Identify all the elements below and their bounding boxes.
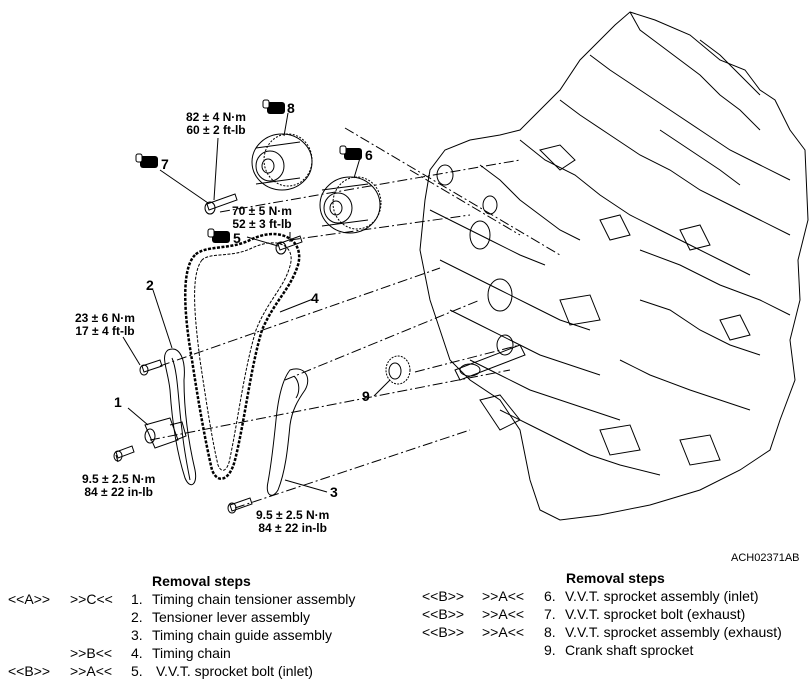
torque-2-metric: 23 ± 6 N·m — [75, 311, 135, 325]
callout-9: 9 — [362, 388, 370, 404]
step-ref-a: <<B>> — [8, 663, 51, 679]
torque-1-imperial: 84 ± 22 in-lb — [84, 485, 153, 499]
step-ref-b: >>A<< — [482, 624, 525, 640]
step-number: 1. — [131, 591, 143, 607]
figure-code: ACH02371AB — [731, 552, 800, 564]
torque-5-imperial: 52 ± 3 ft-lb — [232, 217, 292, 231]
sprocket-bolt-inlet — [275, 235, 303, 255]
guide-bolt — [227, 497, 253, 514]
callout-5: 5 — [233, 230, 241, 246]
torque-3-imperial: 84 ± 22 in-lb — [258, 521, 327, 535]
chain-tensioner — [144, 417, 187, 449]
step-ref-b: >>B<< — [70, 645, 113, 661]
vvt-sprocket-exhaust — [251, 133, 313, 191]
vvt-sprocket-inlet — [319, 176, 382, 234]
torque-3-metric: 9.5 ± 2.5 N·m — [256, 508, 330, 522]
step-ref-a: <<B>> — [422, 606, 465, 622]
torque-2: 23 ± 6 N·m 17 ± 4 ft-lb — [75, 312, 135, 338]
step-ref-b: >>A<< — [482, 606, 525, 622]
sprocket-bolt-exhaust — [204, 193, 238, 215]
step-ref-a: <<B>> — [422, 588, 465, 604]
step-ref-b: >>A<< — [482, 588, 525, 604]
callout-7: 7 — [161, 156, 169, 172]
leader-lines — [115, 112, 391, 493]
step-number: 3. — [131, 627, 143, 643]
step-text: V.V.T. sprocket assembly (exhaust) — [565, 624, 782, 640]
tensioner-lever — [164, 348, 197, 486]
timing-chain — [184, 232, 301, 480]
torque-1-metric: 9.5 ± 2.5 N·m — [82, 472, 156, 486]
step-text: Crank shaft sprocket — [565, 642, 694, 658]
step-ref-b: >>C<< — [70, 591, 113, 607]
alignment-lines — [149, 127, 561, 509]
crank-sprocket — [385, 355, 411, 385]
oil-icon-8 — [262, 99, 285, 114]
torque-1: 9.5 ± 2.5 N·m 84 ± 22 in-lb — [82, 473, 155, 499]
right-steps-title: Removal steps — [566, 570, 665, 586]
torque-2-imperial: 17 ± 4 ft-lb — [75, 324, 135, 338]
step-text: Timing chain — [152, 645, 231, 661]
right-removal-steps: Removal steps <<B>> >>A<< 6. V.V.T. spro… — [420, 569, 812, 669]
step-text: V.V.T. sprocket assembly (inlet) — [565, 588, 759, 604]
oil-icon-7 — [135, 153, 158, 168]
callout-3: 3 — [330, 484, 338, 500]
step-text: V.V.T. sprocket bolt (inlet) — [156, 663, 313, 679]
step-number: 7. — [544, 606, 556, 622]
step-text: Timing chain guide assembly — [152, 627, 333, 643]
callout-6: 6 — [365, 147, 373, 163]
step-number: 8. — [544, 624, 556, 640]
oil-icons — [135, 99, 362, 243]
step-ref-a: <<B>> — [422, 624, 465, 640]
step-text: Timing chain tensioner assembly — [152, 591, 356, 607]
step-number: 5. — [131, 663, 143, 679]
step-ref-b: >>A<< — [70, 663, 113, 679]
exploded-diagram — [113, 11, 809, 521]
callout-1: 1 — [114, 394, 122, 410]
torque-5-metric: 70 ± 5 N·m — [232, 204, 292, 218]
step-number: 6. — [544, 588, 556, 604]
lever-bolt — [139, 359, 163, 376]
step-number: 2. — [131, 609, 143, 625]
oil-icon-5 — [207, 228, 230, 243]
step-number: 9. — [544, 642, 556, 658]
step-text: Tensioner lever assembly — [152, 609, 310, 625]
left-removal-steps: Removal steps <<A>> >>C<< 1. Timing chai… — [0, 572, 410, 689]
chain-guide — [266, 368, 309, 496]
callout-8: 8 — [287, 100, 295, 116]
callout-4: 4 — [311, 290, 319, 306]
torque-8-metric: 82 ± 4 N·m — [186, 110, 246, 124]
callout-2: 2 — [146, 277, 154, 293]
oil-icon-6 — [339, 145, 362, 160]
step-number: 4. — [131, 645, 143, 661]
torque-8-imperial: 60 ± 2 ft-lb — [186, 123, 246, 137]
left-steps-title: Removal steps — [152, 573, 251, 589]
torque-8: 82 ± 4 N·m 60 ± 2 ft-lb — [186, 111, 246, 137]
step-text: V.V.T. sprocket bolt (exhaust) — [565, 606, 746, 622]
torque-5: 70 ± 5 N·m 52 ± 3 ft-lb — [232, 205, 292, 231]
torque-3: 9.5 ± 2.5 N·m 84 ± 22 in-lb — [256, 509, 329, 535]
engine-block — [419, 11, 809, 521]
step-ref-a: <<A>> — [8, 591, 51, 607]
